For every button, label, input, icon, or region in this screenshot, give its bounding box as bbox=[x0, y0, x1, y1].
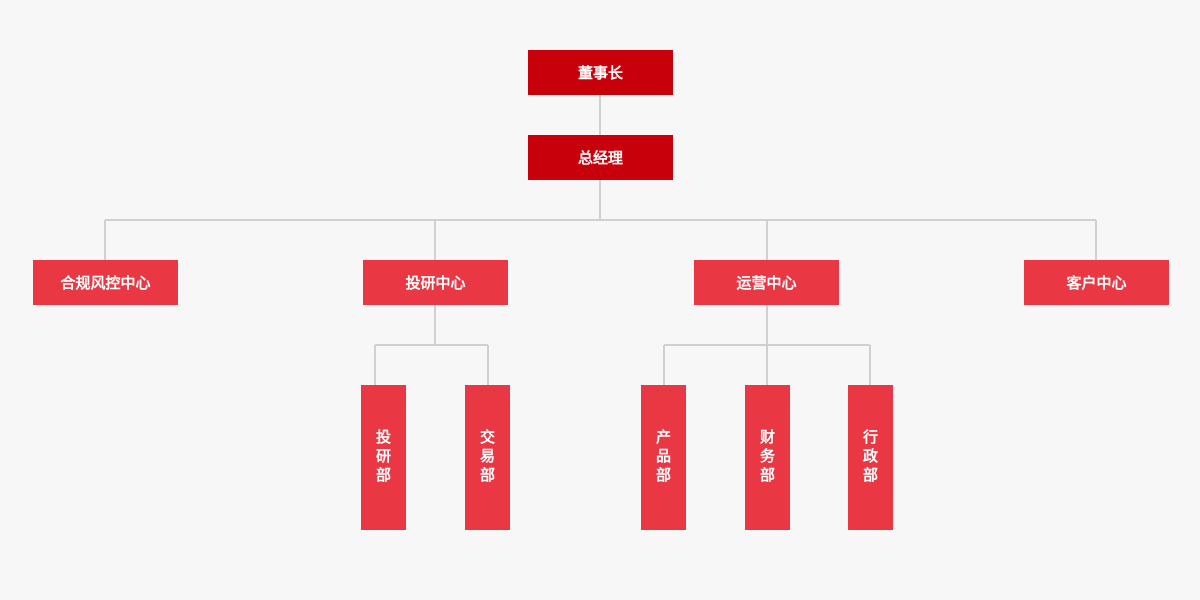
node-investment-research-dept: 投研部 bbox=[361, 385, 406, 530]
node-label: 投研中心 bbox=[405, 274, 466, 292]
node-label: 运营中心 bbox=[736, 274, 797, 292]
node-label: 董事长 bbox=[577, 64, 623, 82]
node-label: 总经理 bbox=[577, 149, 623, 167]
node-label: 交易部 bbox=[478, 429, 496, 486]
node-label: 财务部 bbox=[758, 429, 776, 486]
node-chairman: 董事长 bbox=[528, 50, 673, 95]
node-client-center: 客户中心 bbox=[1024, 260, 1169, 305]
node-compliance-center: 合规风控中心 bbox=[33, 260, 178, 305]
node-operations-center: 运营中心 bbox=[694, 260, 839, 305]
node-finance-dept: 财务部 bbox=[745, 385, 790, 530]
node-label: 投研部 bbox=[374, 429, 392, 486]
node-general-manager: 总经理 bbox=[528, 135, 673, 180]
node-label: 客户中心 bbox=[1066, 274, 1127, 292]
node-trading-dept: 交易部 bbox=[465, 385, 510, 530]
node-label: 产品部 bbox=[654, 429, 672, 486]
node-administration-dept: 行政部 bbox=[848, 385, 893, 530]
node-label: 合规风控中心 bbox=[60, 274, 151, 292]
node-label: 行政部 bbox=[861, 429, 879, 486]
node-research-center: 投研中心 bbox=[363, 260, 508, 305]
node-product-dept: 产品部 bbox=[641, 385, 686, 530]
